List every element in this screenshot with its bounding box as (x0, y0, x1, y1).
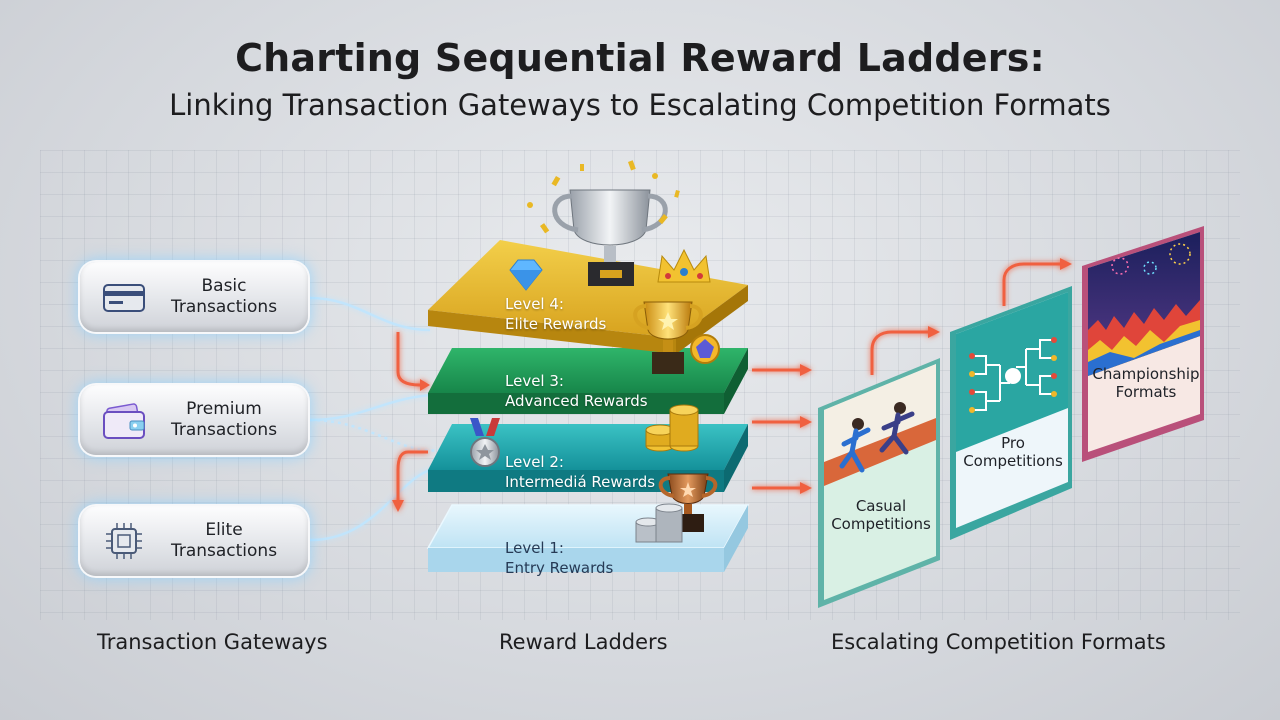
crown-icon (657, 248, 711, 283)
caption-competition-formats: Escalating Competition Formats (831, 630, 1166, 654)
gold-coins-icon (645, 404, 699, 452)
silver-trophy-icon (552, 189, 668, 286)
gem-medal-icon (690, 334, 720, 364)
gateway-label-name: Elite (205, 520, 243, 540)
level-1-label: Level 1:Entry Rewards (505, 539, 614, 577)
caption-transaction-gateways: Transaction Gateways (97, 630, 328, 654)
credit-card-icon (103, 284, 145, 312)
casual-competitions-card (818, 358, 940, 608)
page-subtitle: Linking Transaction Gateways to Escalati… (169, 88, 1111, 122)
caption-reward-ladders: Reward Ladders (499, 630, 668, 654)
silver-medal-icon (470, 418, 500, 467)
runners-icon (839, 402, 915, 473)
page-title: Charting Sequential Reward Ladders: (235, 36, 1045, 80)
gateway-label-type: Transactions (170, 297, 278, 317)
diamond-icon (509, 259, 543, 291)
championship-formats-card (1082, 226, 1204, 462)
gateway-label-name: Basic (201, 276, 247, 296)
gold-trophy-icon (633, 301, 703, 374)
gateway-label-type: Transactions (170, 541, 278, 561)
gateway-label-name: Premium (186, 399, 262, 419)
gateway-label-type: Transactions (170, 420, 278, 440)
wallet-icon (103, 403, 145, 439)
silver-coins-icon (635, 503, 683, 543)
level-2-label: Level 2:Intermediá Rewards (505, 453, 656, 491)
crowd-icon (1088, 300, 1200, 376)
level-4-label: Level 4:Elite Rewards (505, 295, 607, 333)
fireworks-icon (1111, 243, 1191, 275)
ladder-arrows (392, 332, 430, 512)
chip-icon (106, 523, 142, 559)
bracket-icon (972, 339, 1054, 411)
format-arrows (752, 258, 1072, 494)
level-3-label: Level 3:Advanced Rewards (505, 372, 648, 410)
confetti (527, 160, 680, 234)
pro-competitions-card (950, 286, 1072, 540)
gateway-connectors (309, 296, 441, 542)
